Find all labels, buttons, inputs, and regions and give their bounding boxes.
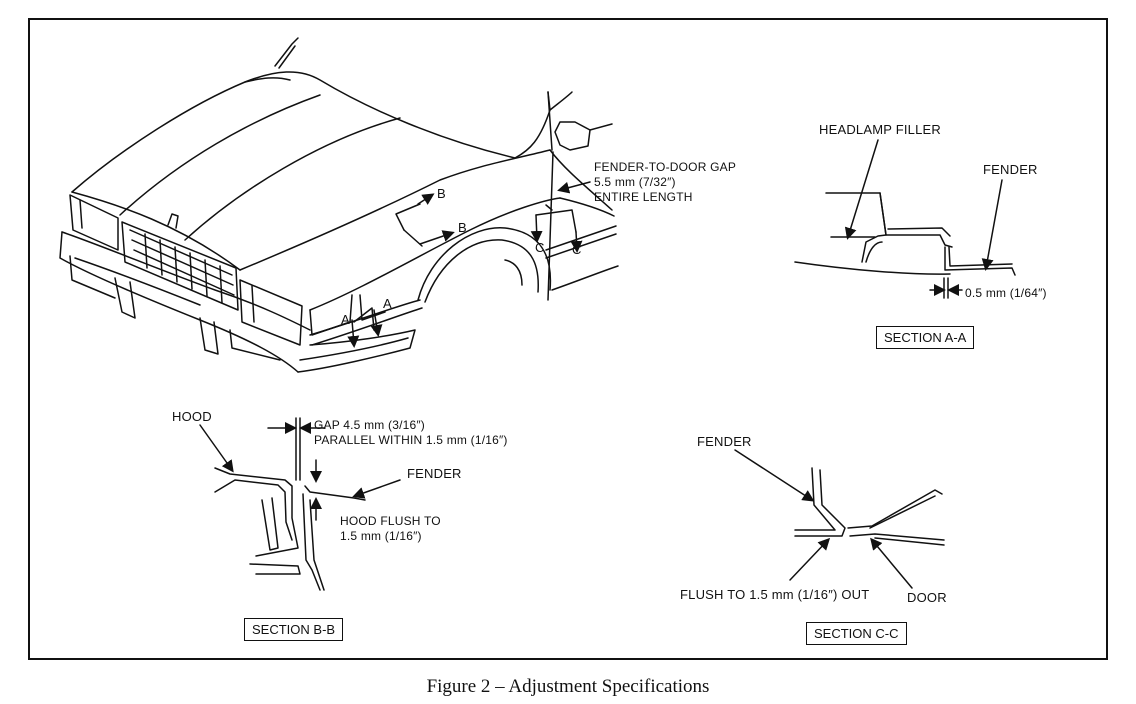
car-label-b-upper: B — [437, 186, 446, 201]
section-bb-flush-line2: 1.5 mm (1/16″) — [340, 529, 422, 543]
section-aa-fender-label: FENDER — [983, 162, 1038, 177]
car-label-a-left: A — [341, 312, 350, 327]
fender-door-gap-line1: FENDER-TO-DOOR GAP — [594, 160, 737, 174]
section-cc-drawing — [734, 449, 945, 589]
section-cc-door-label: DOOR — [907, 590, 947, 605]
fender-door-gap-line2: 5.5 mm (7/32″) — [594, 175, 676, 189]
section-bb-flush-line1: HOOD FLUSH TO — [340, 514, 441, 528]
section-aa-gap-label: 0.5 mm (1/64″) — [965, 286, 1047, 300]
section-aa-title: SECTION A-A — [876, 326, 975, 349]
section-bb-gap-callout: GAP 4.5 mm (3/16″) PARALLEL WITHIN 1.5 m… — [314, 418, 508, 448]
diagram-frame — [28, 18, 1108, 660]
car-label-b-lower: B — [458, 220, 467, 235]
car-label-c-right: C — [572, 242, 582, 257]
headlamp-filler-label: HEADLAMP FILLER — [819, 122, 941, 137]
car-illustration — [59, 37, 619, 373]
section-bb-title: SECTION B-B — [244, 618, 344, 641]
section-aa-drawing — [794, 139, 1016, 299]
section-bb-flush-callout: HOOD FLUSH TO 1.5 mm (1/16″) — [340, 514, 441, 544]
section-bb-drawing — [199, 417, 401, 591]
fender-door-gap-line3: ENTIRE LENGTH — [594, 190, 693, 204]
car-label-a-right: A — [383, 296, 392, 311]
section-cc-title: SECTION C-C — [806, 622, 907, 645]
fender-door-gap-callout: FENDER-TO-DOOR GAP 5.5 mm (7/32″) ENTIRE… — [594, 160, 736, 205]
car-label-c-left: C — [535, 240, 545, 255]
section-bb-gap-line2: PARALLEL WITHIN 1.5 mm (1/16″) — [314, 433, 508, 447]
section-cc-flush-label: FLUSH TO 1.5 mm (1/16″) OUT — [680, 587, 870, 602]
car-section-markers — [347, 181, 591, 348]
figure-caption: Figure 2 – Adjustment Specifications — [426, 676, 710, 697]
section-cc-fender-label: FENDER — [697, 434, 752, 449]
hood-label: HOOD — [172, 409, 212, 424]
section-bb-fender-label: FENDER — [407, 466, 462, 481]
section-bb-gap-line1: GAP 4.5 mm (3/16″) — [314, 418, 425, 432]
